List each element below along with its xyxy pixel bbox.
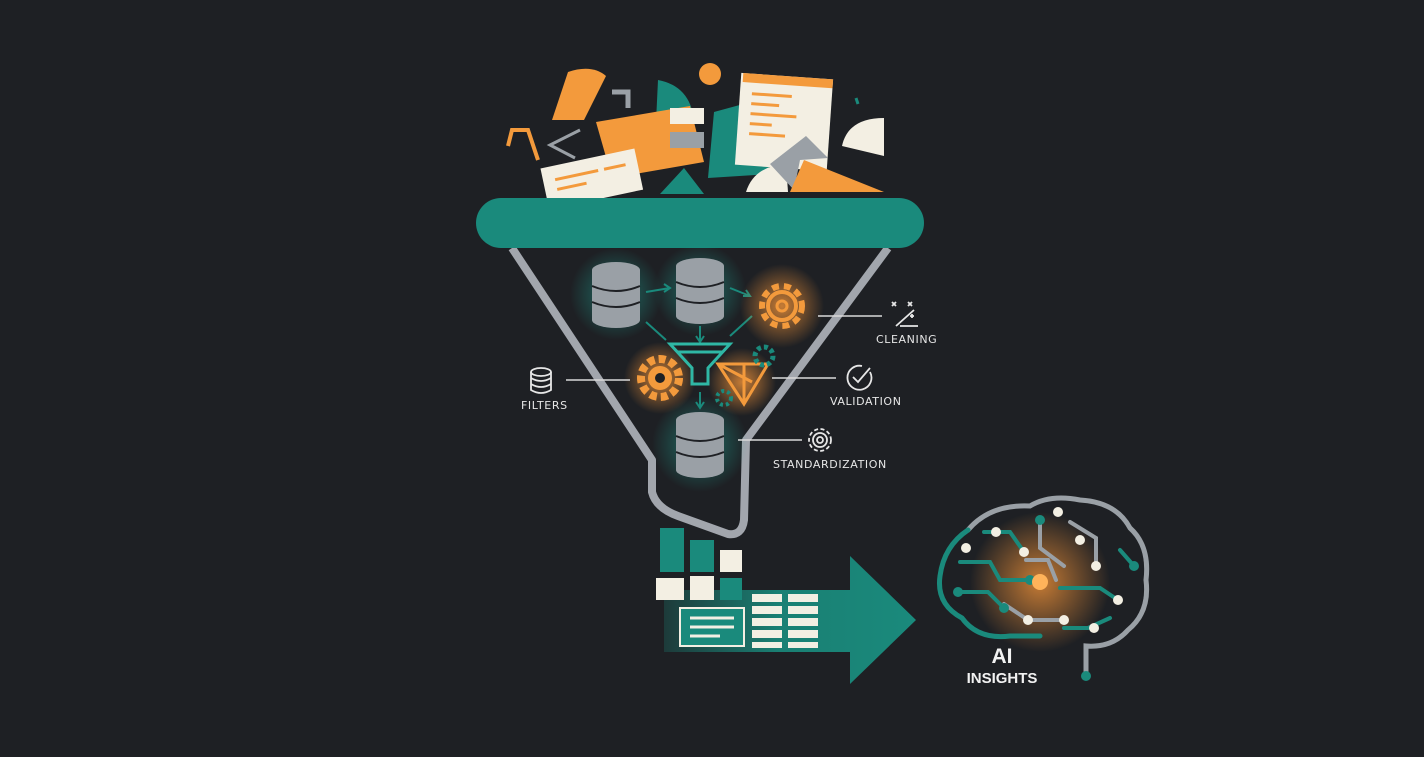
cleaning-callout bbox=[818, 301, 918, 327]
orange-line-icon bbox=[506, 128, 540, 161]
teal-tick-icon bbox=[854, 97, 860, 105]
gear-icon-orange bbox=[759, 283, 805, 329]
standardization-callout bbox=[738, 428, 832, 452]
filters-callout bbox=[530, 367, 630, 394]
orange-shape-icon bbox=[552, 68, 606, 120]
gear-icon-orange-2 bbox=[637, 355, 683, 401]
bracket-icon bbox=[612, 89, 631, 108]
sparkle-wand-icon bbox=[891, 301, 918, 327]
chevron-left-icon bbox=[546, 128, 581, 160]
database-icon-2 bbox=[675, 258, 725, 324]
funnel-rim bbox=[476, 198, 924, 248]
table-grid-icon bbox=[752, 594, 818, 648]
check-circle-icon bbox=[846, 364, 873, 391]
ai-label: AI bbox=[991, 645, 1013, 668]
validation-callout bbox=[772, 364, 873, 391]
glow bbox=[740, 264, 824, 348]
document-icon-2 bbox=[540, 148, 644, 210]
orange-triangle-icon bbox=[790, 160, 884, 192]
brain-circuit-icon bbox=[936, 495, 1150, 681]
database-icon-3 bbox=[675, 412, 725, 478]
orange-dot-icon bbox=[699, 63, 721, 85]
glow bbox=[708, 348, 776, 416]
gray-block-icon bbox=[670, 132, 704, 148]
funnel bbox=[476, 198, 924, 539]
database-icon bbox=[530, 367, 552, 394]
processing-steps bbox=[570, 244, 824, 492]
validation-triangle-icon bbox=[715, 362, 771, 407]
gear-icon-teal bbox=[715, 344, 776, 407]
gray-arrow-shape-icon bbox=[770, 136, 828, 190]
validation-label: VALIDATION bbox=[830, 395, 902, 408]
structured-output bbox=[656, 528, 916, 684]
insights-label: INSIGHTS bbox=[966, 670, 1038, 687]
cleaning-label: CLEANING bbox=[876, 333, 938, 346]
cream-block-icon bbox=[670, 108, 704, 124]
standardization-label: STANDARDIZATION bbox=[773, 458, 887, 471]
database-icon bbox=[591, 262, 641, 328]
gear-icon bbox=[808, 428, 832, 452]
teal-triangle-icon bbox=[660, 168, 704, 194]
funnel-outline bbox=[508, 245, 892, 539]
list-card-icon bbox=[679, 607, 745, 647]
raw-data-pile bbox=[506, 63, 884, 210]
data-blocks bbox=[656, 528, 742, 600]
filter-funnel-icon bbox=[666, 342, 734, 386]
filters-label: FILTERS bbox=[521, 399, 568, 412]
cream-quarter-icon bbox=[842, 118, 884, 156]
